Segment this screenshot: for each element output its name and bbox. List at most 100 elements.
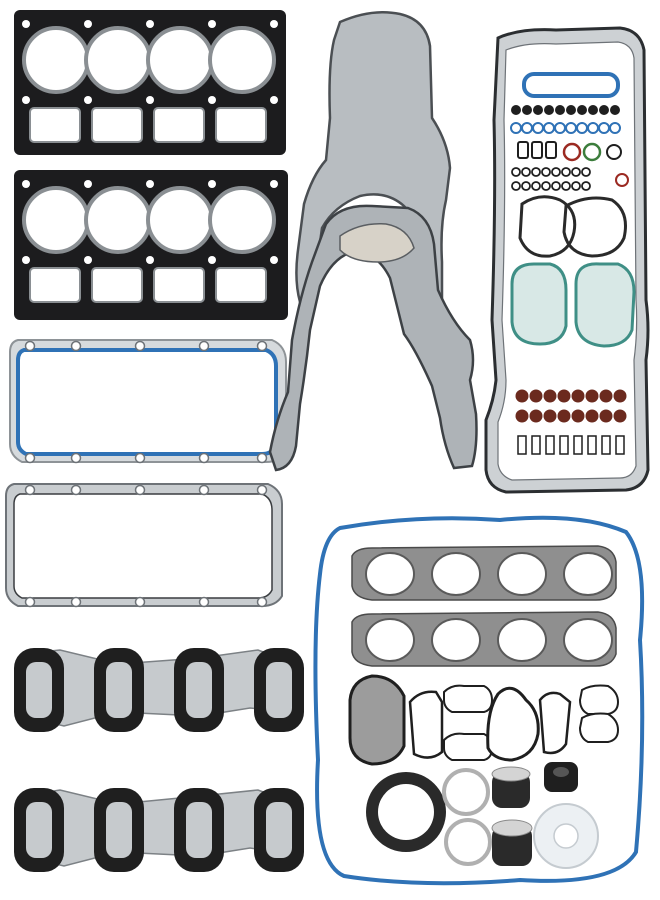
- cylinder-bore: [84, 186, 152, 254]
- white-ptfe-seal: [533, 803, 599, 869]
- oil-pan-gasket: [484, 26, 650, 494]
- exhaust-port: [431, 552, 481, 596]
- coolant-port: [91, 107, 143, 143]
- ring-seal-large: [442, 768, 490, 816]
- bolt-hole: [256, 340, 268, 352]
- bolt-hole: [146, 256, 154, 264]
- cylinder-bore: [208, 186, 276, 254]
- bolt-hole: [208, 20, 216, 28]
- bolt-hole: [208, 180, 216, 188]
- o-ring-green: [582, 142, 602, 162]
- bolt-hole: [134, 484, 146, 496]
- cylinder-bore: [146, 186, 214, 254]
- pcv-grommet: [615, 435, 625, 455]
- valve-stem-seal: [515, 409, 529, 423]
- bolt-hole: [134, 596, 146, 608]
- valve-stem-seal: [585, 389, 599, 403]
- intake-port-opening: [186, 662, 212, 718]
- pcv-grommet: [587, 435, 597, 455]
- o-ring-black: [588, 105, 598, 115]
- blue-plug-gasket: [522, 72, 620, 98]
- valve-stem-seal: [599, 389, 613, 403]
- bolt-hole: [70, 596, 82, 608]
- intake-ports: [14, 788, 304, 872]
- cylinder-bore: [22, 186, 90, 254]
- tube-seal-top-rim: [491, 766, 531, 782]
- valve-stem-seal: [557, 389, 571, 403]
- thermostat-gasket: [562, 196, 627, 258]
- bolt-hole: [198, 484, 210, 496]
- pcv-grommet: [517, 435, 527, 455]
- bolt-hole: [24, 340, 36, 352]
- bolt-hole: [270, 20, 278, 28]
- bolt-hole: [84, 96, 92, 104]
- head-gasket-bores: [22, 26, 276, 94]
- bolt-hole: [70, 340, 82, 352]
- bolt-hole: [70, 484, 82, 496]
- bolt-hole: [22, 96, 30, 104]
- o-ring-black: [555, 105, 565, 115]
- blue-plug-seal: [522, 72, 620, 98]
- bolt-hole: [24, 484, 36, 496]
- o-ring-black: [544, 105, 554, 115]
- intake-port-opening: [186, 802, 212, 858]
- bolt-hole: [270, 256, 278, 264]
- throttle-body-gasket: [538, 691, 572, 755]
- exhaust-gasket-upper: [351, 545, 617, 601]
- cylinder-bore: [146, 26, 214, 94]
- valve-stem-seal: [571, 389, 585, 403]
- o-ring-rows: [510, 105, 629, 191]
- bolt-hole: [256, 484, 268, 496]
- o-ring-small: [521, 181, 531, 191]
- tube-seals: [491, 766, 533, 866]
- intake-port-opening: [266, 802, 292, 858]
- valve-stem-seal: [613, 389, 627, 403]
- coolant-port: [215, 267, 267, 303]
- bolt-hole: [84, 20, 92, 28]
- bolt-hole: [208, 96, 216, 104]
- tube-seal-bottom-rim: [491, 819, 533, 837]
- bolt-hole: [84, 256, 92, 264]
- small-port-gasket: [578, 684, 620, 715]
- teal-port-right: [574, 262, 636, 348]
- o-ring-black: [566, 105, 576, 115]
- timing-cover-outline: [268, 204, 478, 472]
- exhaust-port: [497, 618, 547, 662]
- oval-port-gasket: [443, 684, 494, 713]
- coolant-port: [29, 267, 81, 303]
- o-ring-small: [541, 181, 551, 191]
- cylinder-bore: [84, 26, 152, 94]
- pcv-grommet: [531, 435, 541, 455]
- thermostat-housing-gasket: [486, 686, 540, 762]
- bolt-hole: [198, 452, 210, 464]
- bolt-hole: [270, 96, 278, 104]
- valve-stem-seal: [529, 389, 543, 403]
- bolt-hole: [146, 180, 154, 188]
- bolt-hole: [22, 180, 30, 188]
- intake-port-opening: [266, 662, 292, 718]
- bolt-hole: [70, 452, 82, 464]
- pcv-grommet: [601, 435, 611, 455]
- exhaust-port: [563, 552, 613, 596]
- coolant-port: [153, 267, 205, 303]
- o-ring-black: [606, 144, 622, 160]
- head-gasket-bores: [22, 186, 276, 254]
- valve-stem-seals: [515, 389, 627, 455]
- water-pump-outline: [518, 195, 577, 258]
- exhaust-gasket-body: [351, 611, 617, 667]
- o-ring-red: [562, 142, 582, 162]
- bolt-hole: [198, 340, 210, 352]
- cylinder-bore: [208, 26, 276, 94]
- misc-gaskets: [348, 674, 620, 766]
- o-ring-red: [615, 173, 629, 187]
- exhaust-port: [431, 618, 481, 662]
- o-ring-blue: [609, 122, 621, 134]
- intake-ports: [14, 648, 304, 732]
- valve-stem-seal: [571, 409, 585, 423]
- bolt-hole: [270, 180, 278, 188]
- exhaust-port: [365, 552, 415, 596]
- valve-stem-seal: [613, 409, 627, 423]
- intake-gasket-upper: [14, 648, 304, 732]
- bolt-hole: [146, 20, 154, 28]
- exhaust-port: [497, 552, 547, 596]
